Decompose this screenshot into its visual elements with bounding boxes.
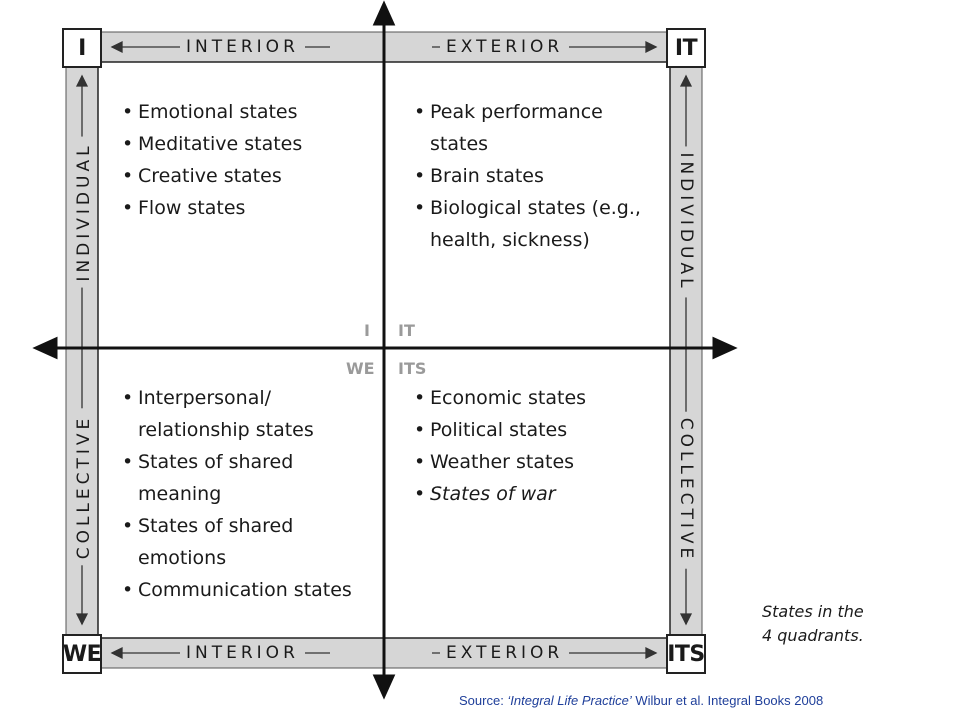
bottom-left-band-label: INTERIOR bbox=[180, 643, 305, 663]
source-title: ‘Integral Life Practice’ bbox=[507, 693, 632, 708]
source-citation: Source: ‘Integral Life Practice’ Wilbur … bbox=[459, 693, 823, 708]
caption-line: 4 quadrants. bbox=[762, 626, 864, 645]
corner-label-we: WE bbox=[62, 634, 102, 674]
corner-label-i: I bbox=[62, 28, 102, 68]
right-upper-band-label: INDIVIDUAL bbox=[676, 146, 696, 298]
list-item: Meditative states bbox=[122, 128, 372, 160]
lower-left-quadrant-list: Interpersonal/ relationship states State… bbox=[122, 382, 382, 606]
left-upper-band-label: INDIVIDUAL bbox=[74, 136, 94, 288]
source-prefix: Source: bbox=[459, 693, 508, 708]
corner-label-its: ITS bbox=[666, 634, 706, 674]
bottom-right-band-label: EXTERIOR bbox=[440, 643, 570, 663]
list-item: States of shared emotions bbox=[122, 510, 382, 574]
list-item: Political states bbox=[414, 414, 664, 446]
list-item: Peak performance states bbox=[414, 96, 664, 160]
center-label-we: WE bbox=[346, 359, 375, 378]
list-item: Emotional states bbox=[122, 96, 372, 128]
list-item: Biological states (e.g., health, sicknes… bbox=[414, 192, 664, 256]
top-left-band-label: INTERIOR bbox=[180, 37, 305, 57]
list-item: Interpersonal/ relationship states bbox=[122, 382, 382, 446]
list-item: Creative states bbox=[122, 160, 372, 192]
top-right-band-label: EXTERIOR bbox=[440, 37, 570, 57]
source-suffix: Wilbur et al. Integral Books 2008 bbox=[631, 693, 824, 708]
upper-left-quadrant-list: Emotional states Meditative states Creat… bbox=[122, 96, 372, 224]
list-item: States of war bbox=[414, 478, 664, 510]
lower-right-quadrant-list: Economic states Political states Weather… bbox=[414, 382, 664, 510]
figure-caption: States in the 4 quadrants. bbox=[762, 600, 912, 648]
left-lower-band-label: COLLECTIVE bbox=[74, 408, 94, 566]
right-lower-band-label: COLLECTIVE bbox=[676, 411, 696, 569]
list-item: Economic states bbox=[414, 382, 664, 414]
list-item: States of shared meaning bbox=[122, 446, 382, 510]
list-item: Weather states bbox=[414, 446, 664, 478]
center-label-it: IT bbox=[398, 321, 415, 340]
list-item: Communication states bbox=[122, 574, 382, 606]
caption-line: States in the bbox=[762, 602, 864, 621]
main-axes bbox=[32, 0, 738, 700]
upper-right-quadrant-list: Peak performance states Brain states Bio… bbox=[414, 96, 664, 256]
center-label-i: I bbox=[364, 321, 370, 340]
list-item: Flow states bbox=[122, 192, 372, 224]
corner-label-it: IT bbox=[666, 28, 706, 68]
center-label-its: ITS bbox=[398, 359, 427, 378]
list-item: Brain states bbox=[414, 160, 664, 192]
